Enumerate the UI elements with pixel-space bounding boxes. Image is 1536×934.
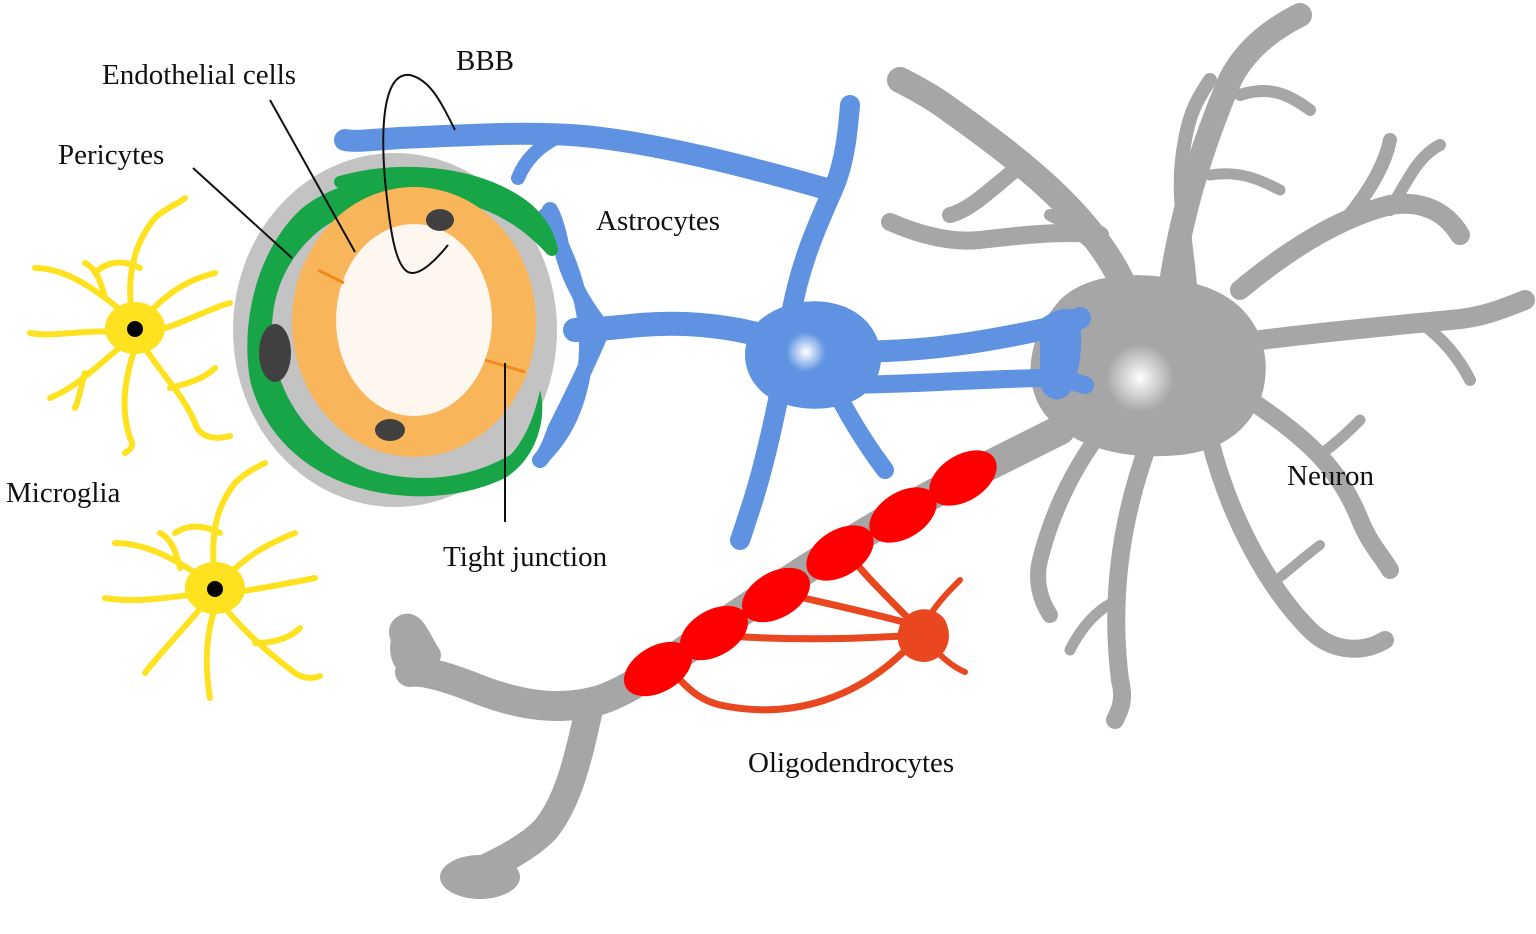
myelin-segment: [623, 641, 693, 697]
astrocyte-endfoot-vessel: [538, 208, 593, 462]
microglia-nucleus: [127, 321, 143, 337]
neuron-nucleus: [1106, 344, 1174, 412]
neuron-label: Neuron: [1287, 460, 1374, 492]
microglia-label: Microglia: [6, 477, 120, 509]
bbb-label: BBB: [456, 45, 514, 77]
neuron-cell: [389, 3, 1535, 899]
oligodendrocytes-label: Oligodendrocytes: [748, 747, 954, 779]
endothelial-nucleus-top: [426, 209, 454, 231]
astrocyte-cell: [334, 95, 1094, 550]
microglia-processes: [27, 195, 233, 456]
axon-terminal-bulb-top: [390, 620, 430, 676]
microglia-processes: [102, 460, 323, 701]
myelin-segment: [806, 525, 874, 581]
myelin-segment: [679, 605, 749, 661]
tight-junction-label: Tight junction: [443, 541, 608, 573]
axon-terminal-down: [446, 691, 604, 894]
microglia-cell-bottom: [102, 460, 323, 701]
myelin-segment: [869, 487, 937, 543]
axon-terminal-bulb: [440, 855, 520, 899]
oligodendrocyte-soma: [897, 609, 949, 662]
endothelial-leader: [269, 99, 356, 253]
oligodendrocyte-cell: [623, 450, 997, 714]
neuron-dendrites: [881, 3, 1535, 729]
myelin-segment: [741, 567, 811, 623]
pericyte-nucleus: [259, 324, 291, 382]
bbb-leader: [382, 73, 456, 274]
microglia-nucleus: [207, 581, 223, 597]
blood-vessel: [233, 153, 558, 507]
tight-junction-left: [317, 268, 345, 285]
astrocyte-nucleus: [786, 332, 826, 372]
pericytes-label: Pericytes: [58, 139, 164, 171]
myelin-segment: [929, 450, 997, 506]
astrocyte-endfoot-neuron: [1040, 308, 1082, 400]
leader-lines: [192, 73, 506, 522]
pericytes-leader: [192, 167, 293, 259]
pericyte-arc-top: [334, 166, 558, 256]
endothelial-nucleus-bottom: [375, 419, 405, 441]
astrocytes-label: Astrocytes: [596, 205, 720, 237]
microglia-cell-top: [27, 195, 233, 456]
endothelial-cells-label: Endothelial cells: [102, 59, 296, 91]
vessel-lumen: [336, 224, 492, 416]
myelin-sheath: [623, 450, 997, 697]
